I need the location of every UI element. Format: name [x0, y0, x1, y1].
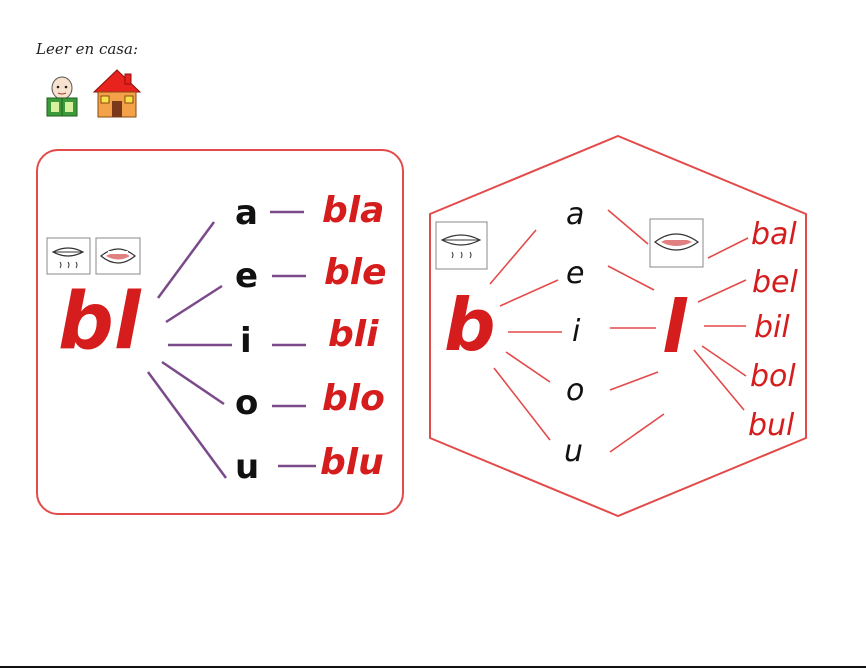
left-syllable-bla: bla [322, 190, 384, 231]
left-syllable-blu: blu [320, 442, 384, 483]
right-syllable-connector-lines [693, 237, 749, 411]
left-syllable-ble: ble [324, 252, 387, 293]
right-middle-connector-lines [607, 209, 665, 453]
right-end-letter: l [662, 285, 688, 369]
right-vowel-i: i [572, 314, 581, 349]
right-syllable-bol: bol [750, 359, 796, 394]
open-mouth-icon [95, 237, 141, 275]
right-vowel-o: o [566, 373, 584, 408]
left-vowel-e: e [235, 256, 258, 296]
bottom-rule [0, 666, 866, 668]
right-syllable-bel: bel [752, 265, 799, 300]
left-connector-lines [146, 221, 232, 479]
right-vowel-e: e [566, 256, 584, 291]
left-syllable-blo: blo [322, 378, 385, 419]
left-syllable-card [36, 149, 404, 515]
right-left-connector-lines [489, 229, 562, 441]
reading-child-icon [46, 76, 78, 117]
left-vowel-u: u [235, 447, 259, 487]
right-hexagon [429, 134, 807, 518]
left-vowel-a: a [235, 193, 258, 233]
right-syllable-bal: bal [751, 217, 797, 252]
house-icon [92, 69, 142, 118]
left-syllable-bli: bli [328, 314, 379, 355]
closed-lips-icon [46, 237, 91, 275]
right-vowel-u: u [564, 434, 583, 469]
left-consonant: bl [58, 277, 142, 367]
left-dashes [270, 210, 316, 468]
left-vowel-i: i [240, 321, 252, 361]
header-label: Leer en casa: [36, 40, 138, 58]
right-syllable-bul: bul [748, 408, 795, 443]
open-mouth-icon-right [649, 218, 704, 268]
right-syllable-bil: bil [754, 310, 790, 345]
right-vowel-a: a [566, 197, 584, 232]
left-vowel-o: o [235, 383, 258, 423]
closed-lips-icon-right [435, 221, 488, 270]
right-start-letter: b [444, 283, 496, 367]
